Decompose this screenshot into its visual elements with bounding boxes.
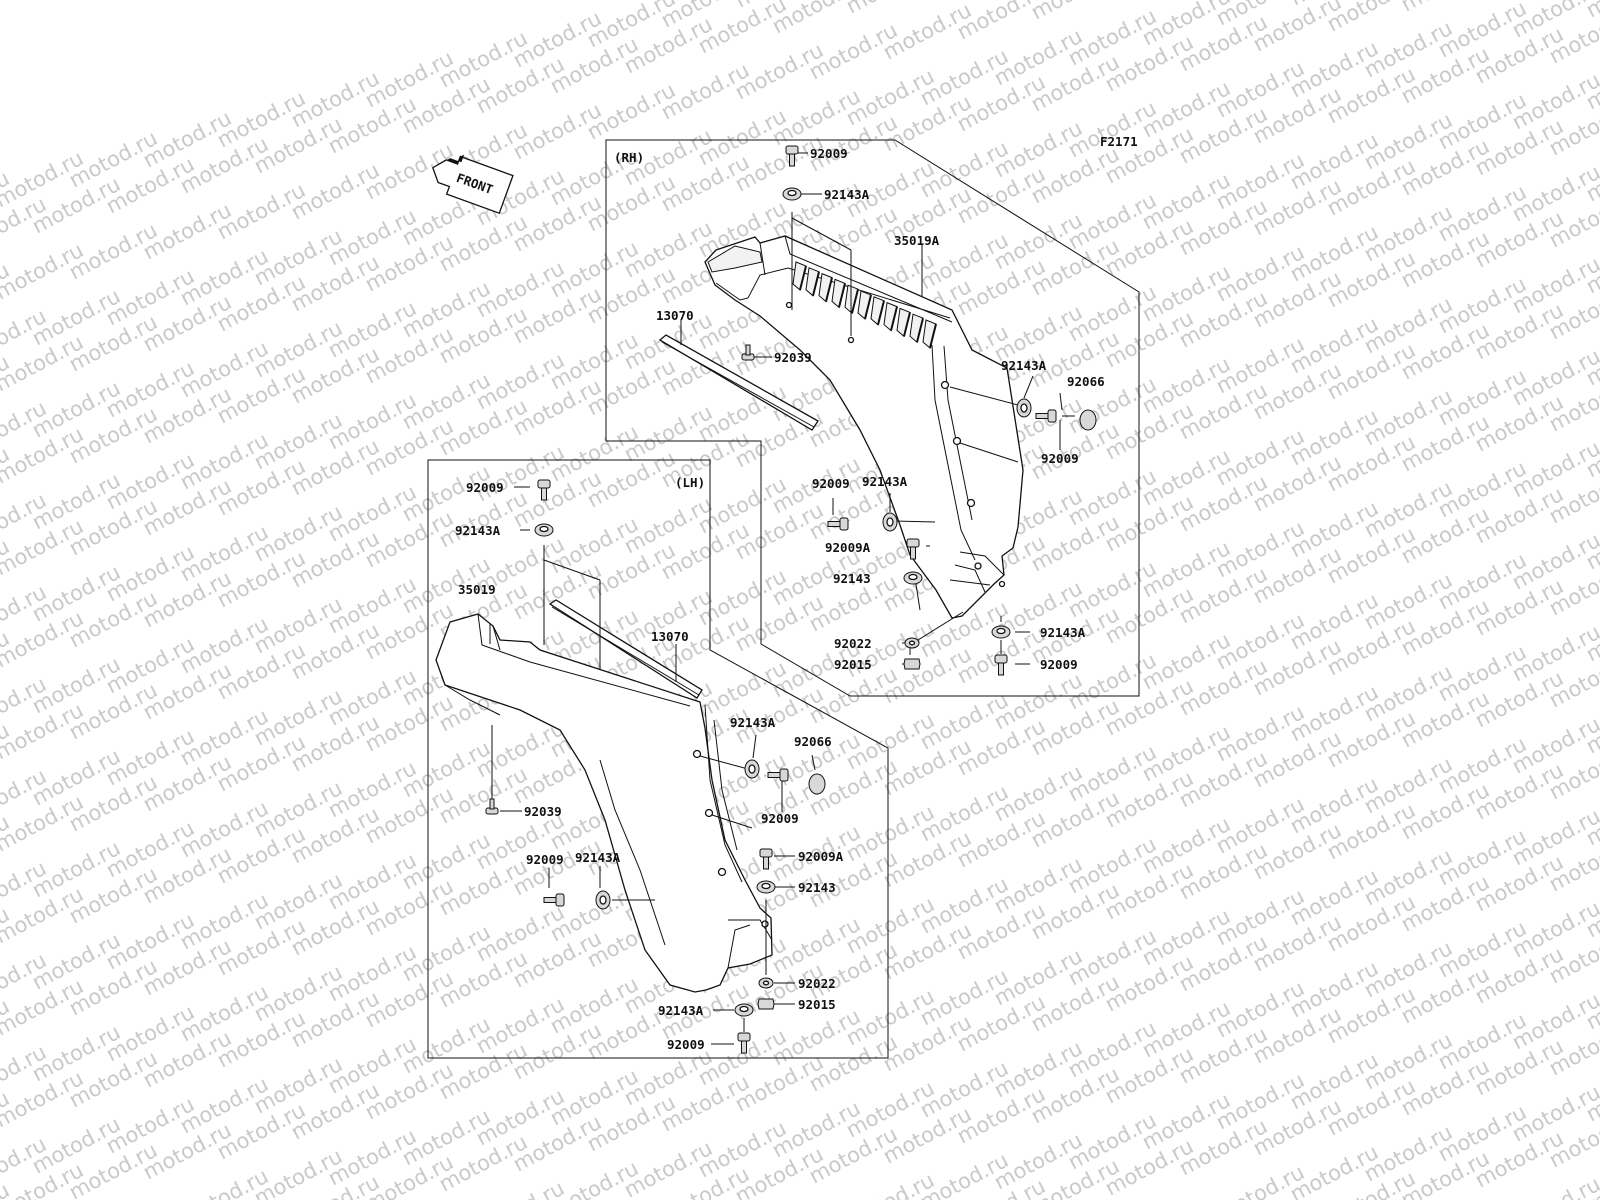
vent-fin-edge [838,283,846,308]
bolt-icon [785,145,799,167]
figure-code: F2171 [1100,134,1138,149]
grommet-icon [991,625,1011,639]
washer-icon [904,637,920,649]
vent-fin-edge [890,306,898,331]
lh-panel: (LH) [427,459,889,1059]
lh-label-grommet-low: 92143A [658,1003,704,1018]
lh-label-trim: 13070 [651,629,689,644]
rh-trim-strip [658,334,819,431]
rh-label-bolt-mid: 92009 [812,476,850,491]
rh-side-cover [704,235,1024,619]
lh-label-grommet-side: 92143A [730,715,776,730]
lh-label-nut: 92015 [798,997,836,1012]
vent-fin-edge [851,288,859,314]
nut-icon [903,658,921,670]
rivet-icon [485,798,499,815]
lh-leader-lines [489,486,816,1045]
bolt-icon [543,893,565,907]
lh-label-bolt-a: 92009A [798,849,844,864]
washer-icon [758,977,774,989]
bolt-icon [737,1032,751,1054]
grommet-icon [756,880,776,894]
watermark-text: motod.ru [1397,0,1493,16]
rh-label-bolt-top: 92009 [810,146,848,161]
bolt-icon [1035,409,1057,423]
lh-label-bolt-top: 92009 [466,480,504,495]
rh-label-grommet-side: 92143A [1001,358,1047,373]
lh-label-grommet-mid: 92143A [575,850,621,865]
rh-panel-title: (RH) [614,150,644,165]
lh-label-bolt-low: 92009 [667,1037,705,1052]
lh-hardware [485,479,826,1054]
rh-label-trim: 13070 [656,308,694,323]
rh-panel-border [605,139,1140,697]
grommet-icon [782,187,802,201]
grommet-icon [1016,398,1032,418]
lh-label-grommet-top: 92143A [455,523,501,538]
cap-icon [1079,409,1097,431]
rh-panel: (RH) [605,139,1140,697]
front-arrow-icon: FRONT [432,154,514,215]
rh-label-cover: 35019A [894,233,940,248]
grommet-icon [903,571,923,585]
vent-fin-edge [812,271,820,297]
lh-panel-border [427,459,889,1059]
rh-label-washer: 92022 [834,636,872,651]
nut-icon [757,998,775,1010]
lh-trim-strip [548,599,703,699]
grommet-icon [882,512,898,532]
rh-label-grommet-b: 92143 [833,571,871,586]
bolt-icon [537,479,551,501]
lh-label-cap: 92066 [794,734,832,749]
bolt-icon [759,848,773,870]
vent-fin-edge [799,265,807,291]
vent-fin-edge [903,312,911,337]
rh-label-grommet-top: 92143A [824,187,870,202]
lh-label-bolt-mid: 92009 [526,852,564,867]
rh-hardware [741,145,1097,676]
vent-fin-edge [864,294,872,320]
rh-label-cap: 92066 [1067,374,1105,389]
lh-panel-title: (LH) [675,475,705,490]
bolt-icon [994,654,1008,676]
vent-fin-edge [877,300,885,326]
grommet-icon [534,523,554,537]
bolt-icon [906,538,920,560]
lh-side-cover [435,613,773,993]
watermark-text: motod.ru [1027,0,1123,24]
rh-label-nut: 92015 [834,657,872,672]
rh-label-grommet-low: 92143A [1040,625,1086,640]
grommet-icon [595,890,611,910]
rh-label-rivet: 92039 [774,350,812,365]
lh-label-rivet: 92039 [524,804,562,819]
vent-fin-edge [929,323,937,349]
grommet-icon [734,1003,754,1017]
lh-label-washer: 92022 [798,976,836,991]
cap-icon [808,773,826,795]
bolt-icon [827,517,849,531]
rh-label-bolt-low: 92009 [1040,657,1078,672]
rivet-icon [741,344,755,361]
lh-label-grommet-b: 92143 [798,880,836,895]
rh-label-bolt-side: 92009 [1041,451,1079,466]
watermark-text: motod.ru [1101,0,1197,4]
vent-fin-edge [825,277,833,302]
watermark-text: motod.ru [842,0,938,18]
rh-label-grommet-mid: 92143A [862,474,908,489]
grommet-icon [744,759,760,779]
lh-label-bolt-side: 92009 [761,811,799,826]
vent-fin-edge [916,317,924,343]
bolt-icon [767,768,789,782]
rh-label-bolt-a: 92009A [825,540,871,555]
lh-label-cover: 35019 [458,582,496,597]
